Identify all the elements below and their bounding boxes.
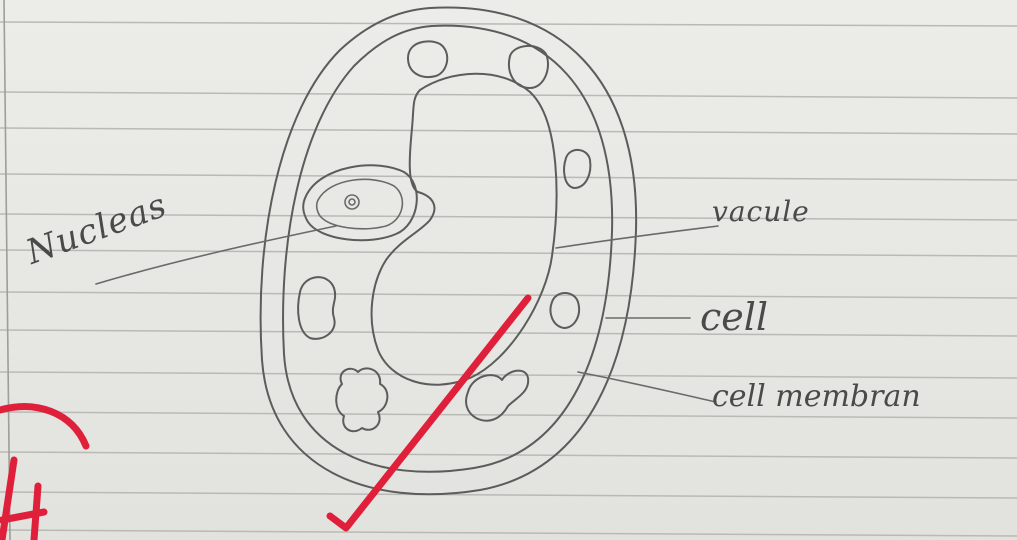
grade-four	[2, 460, 44, 540]
red-grade-marks	[0, 298, 528, 540]
cell-label: cell	[700, 298, 768, 336]
vacuole-outline	[372, 74, 557, 385]
organelles	[298, 41, 590, 431]
cell-wall-outer	[261, 7, 637, 494]
cell-membrane-label: cell membran	[712, 382, 921, 412]
vacuole-label: vacule	[712, 198, 810, 226]
